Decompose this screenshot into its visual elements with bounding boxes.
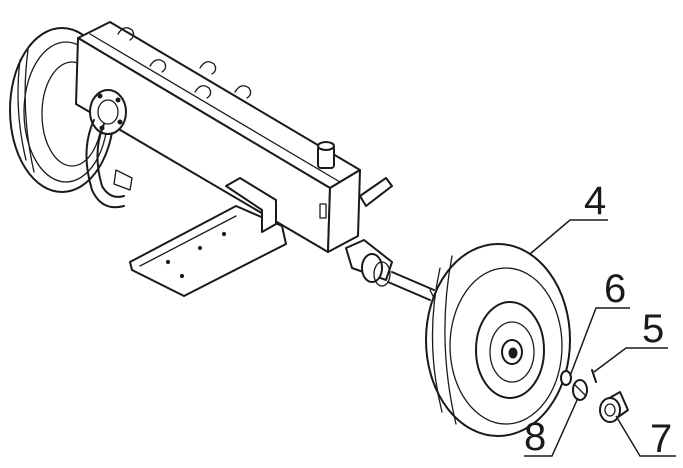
front-wheel [425,243,571,437]
callout-6: 6 [604,267,626,311]
left-hub [85,89,133,209]
washer-part [560,370,572,386]
cotter-pin-part [591,369,597,383]
bottom-plate [129,177,287,297]
callout-5: 5 [642,307,664,351]
leader-lines [524,219,676,457]
callout-4: 4 [584,179,606,223]
callout-8: 8 [524,415,546,459]
hub-cap-part [599,391,629,423]
callout-7: 7 [650,417,672,461]
spindle-shaft [345,239,437,303]
nut-part [572,379,588,401]
